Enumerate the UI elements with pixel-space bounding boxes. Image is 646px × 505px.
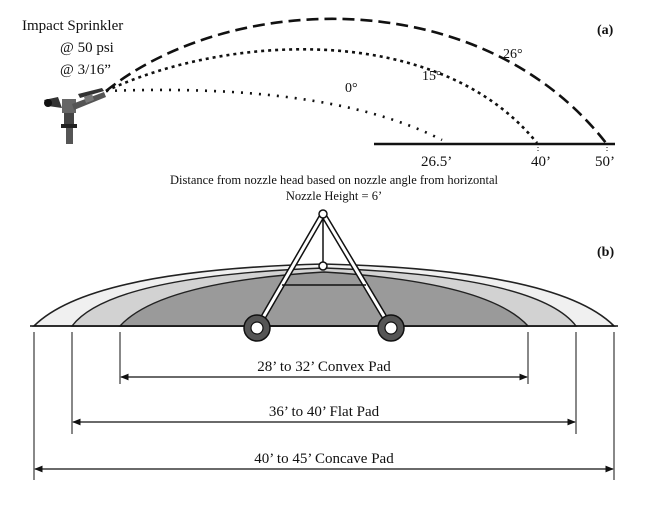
caption-line-2: Nozzle Height = 6’ bbox=[286, 189, 382, 203]
flat-pad-label: 36’ to 40’ Flat Pad bbox=[269, 404, 380, 420]
pivot-tower-icon bbox=[243, 209, 405, 342]
panel-b: (b) 2 bbox=[30, 209, 618, 480]
trajectory-15-degree bbox=[105, 48, 539, 144]
panel-a-label: (a) bbox=[597, 23, 614, 38]
angle-label-15: 15° bbox=[422, 69, 442, 84]
trajectory-26-degree bbox=[105, 17, 608, 144]
distance-label-40: 40’ bbox=[531, 154, 551, 170]
panel-a: Impact Sprinkler @ 50 psi @ 3/16” (a) 0°… bbox=[22, 17, 615, 203]
convex-pad-label: 28’ to 32’ Convex Pad bbox=[257, 359, 391, 375]
panel-b-label: (b) bbox=[597, 245, 614, 260]
angle-label-0: 0° bbox=[345, 81, 358, 96]
pressure-label: @ 50 psi bbox=[60, 40, 114, 56]
concave-pad-label: 40’ to 45’ Concave Pad bbox=[254, 451, 394, 467]
convex-pad-shape bbox=[118, 271, 530, 327]
angle-label-26: 26° bbox=[503, 47, 523, 62]
caption-line-1: Distance from nozzle head based on nozzl… bbox=[170, 173, 499, 187]
impact-sprinkler-icon bbox=[44, 88, 106, 144]
trajectory-0-degree bbox=[105, 88, 443, 142]
sprinkler-title: Impact Sprinkler bbox=[22, 18, 123, 34]
distance-label-50: 50’ bbox=[595, 154, 615, 170]
nozzle-size-label: @ 3/16” bbox=[60, 62, 111, 78]
distance-label-26-5: 26.5’ bbox=[421, 154, 452, 170]
